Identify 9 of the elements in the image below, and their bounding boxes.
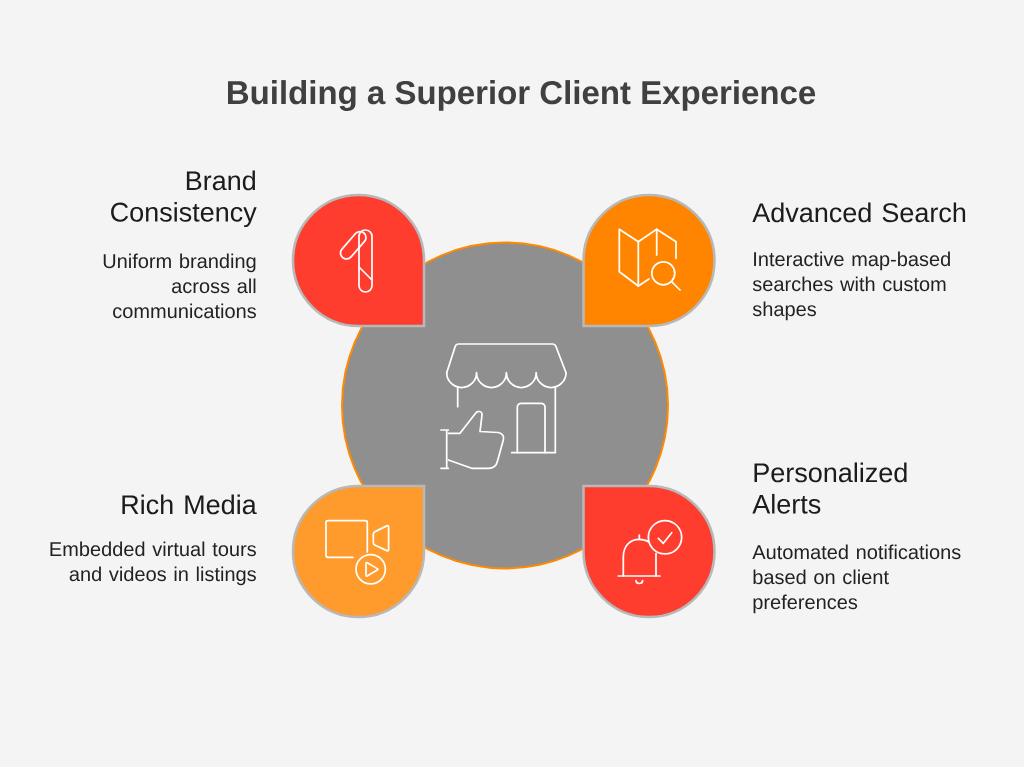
feature-description: Embedded virtual tours and videos in listings (50, 541, 256, 586)
title: Building a Superior Client Experience (228, 80, 816, 111)
feature-heading: Rich Media (122, 494, 257, 515)
feature-heading: Personalized Alerts (752, 462, 907, 514)
feature-heading: Advanced Search (752, 202, 966, 223)
feature-heading: Brand Consistency (111, 170, 257, 228)
feature-description: Automated notifications based on client preferences (752, 544, 961, 614)
feature-description: Uniform branding across all communications (103, 253, 256, 319)
feature-description: Interactive map-based searches with custom shapes (752, 251, 950, 321)
